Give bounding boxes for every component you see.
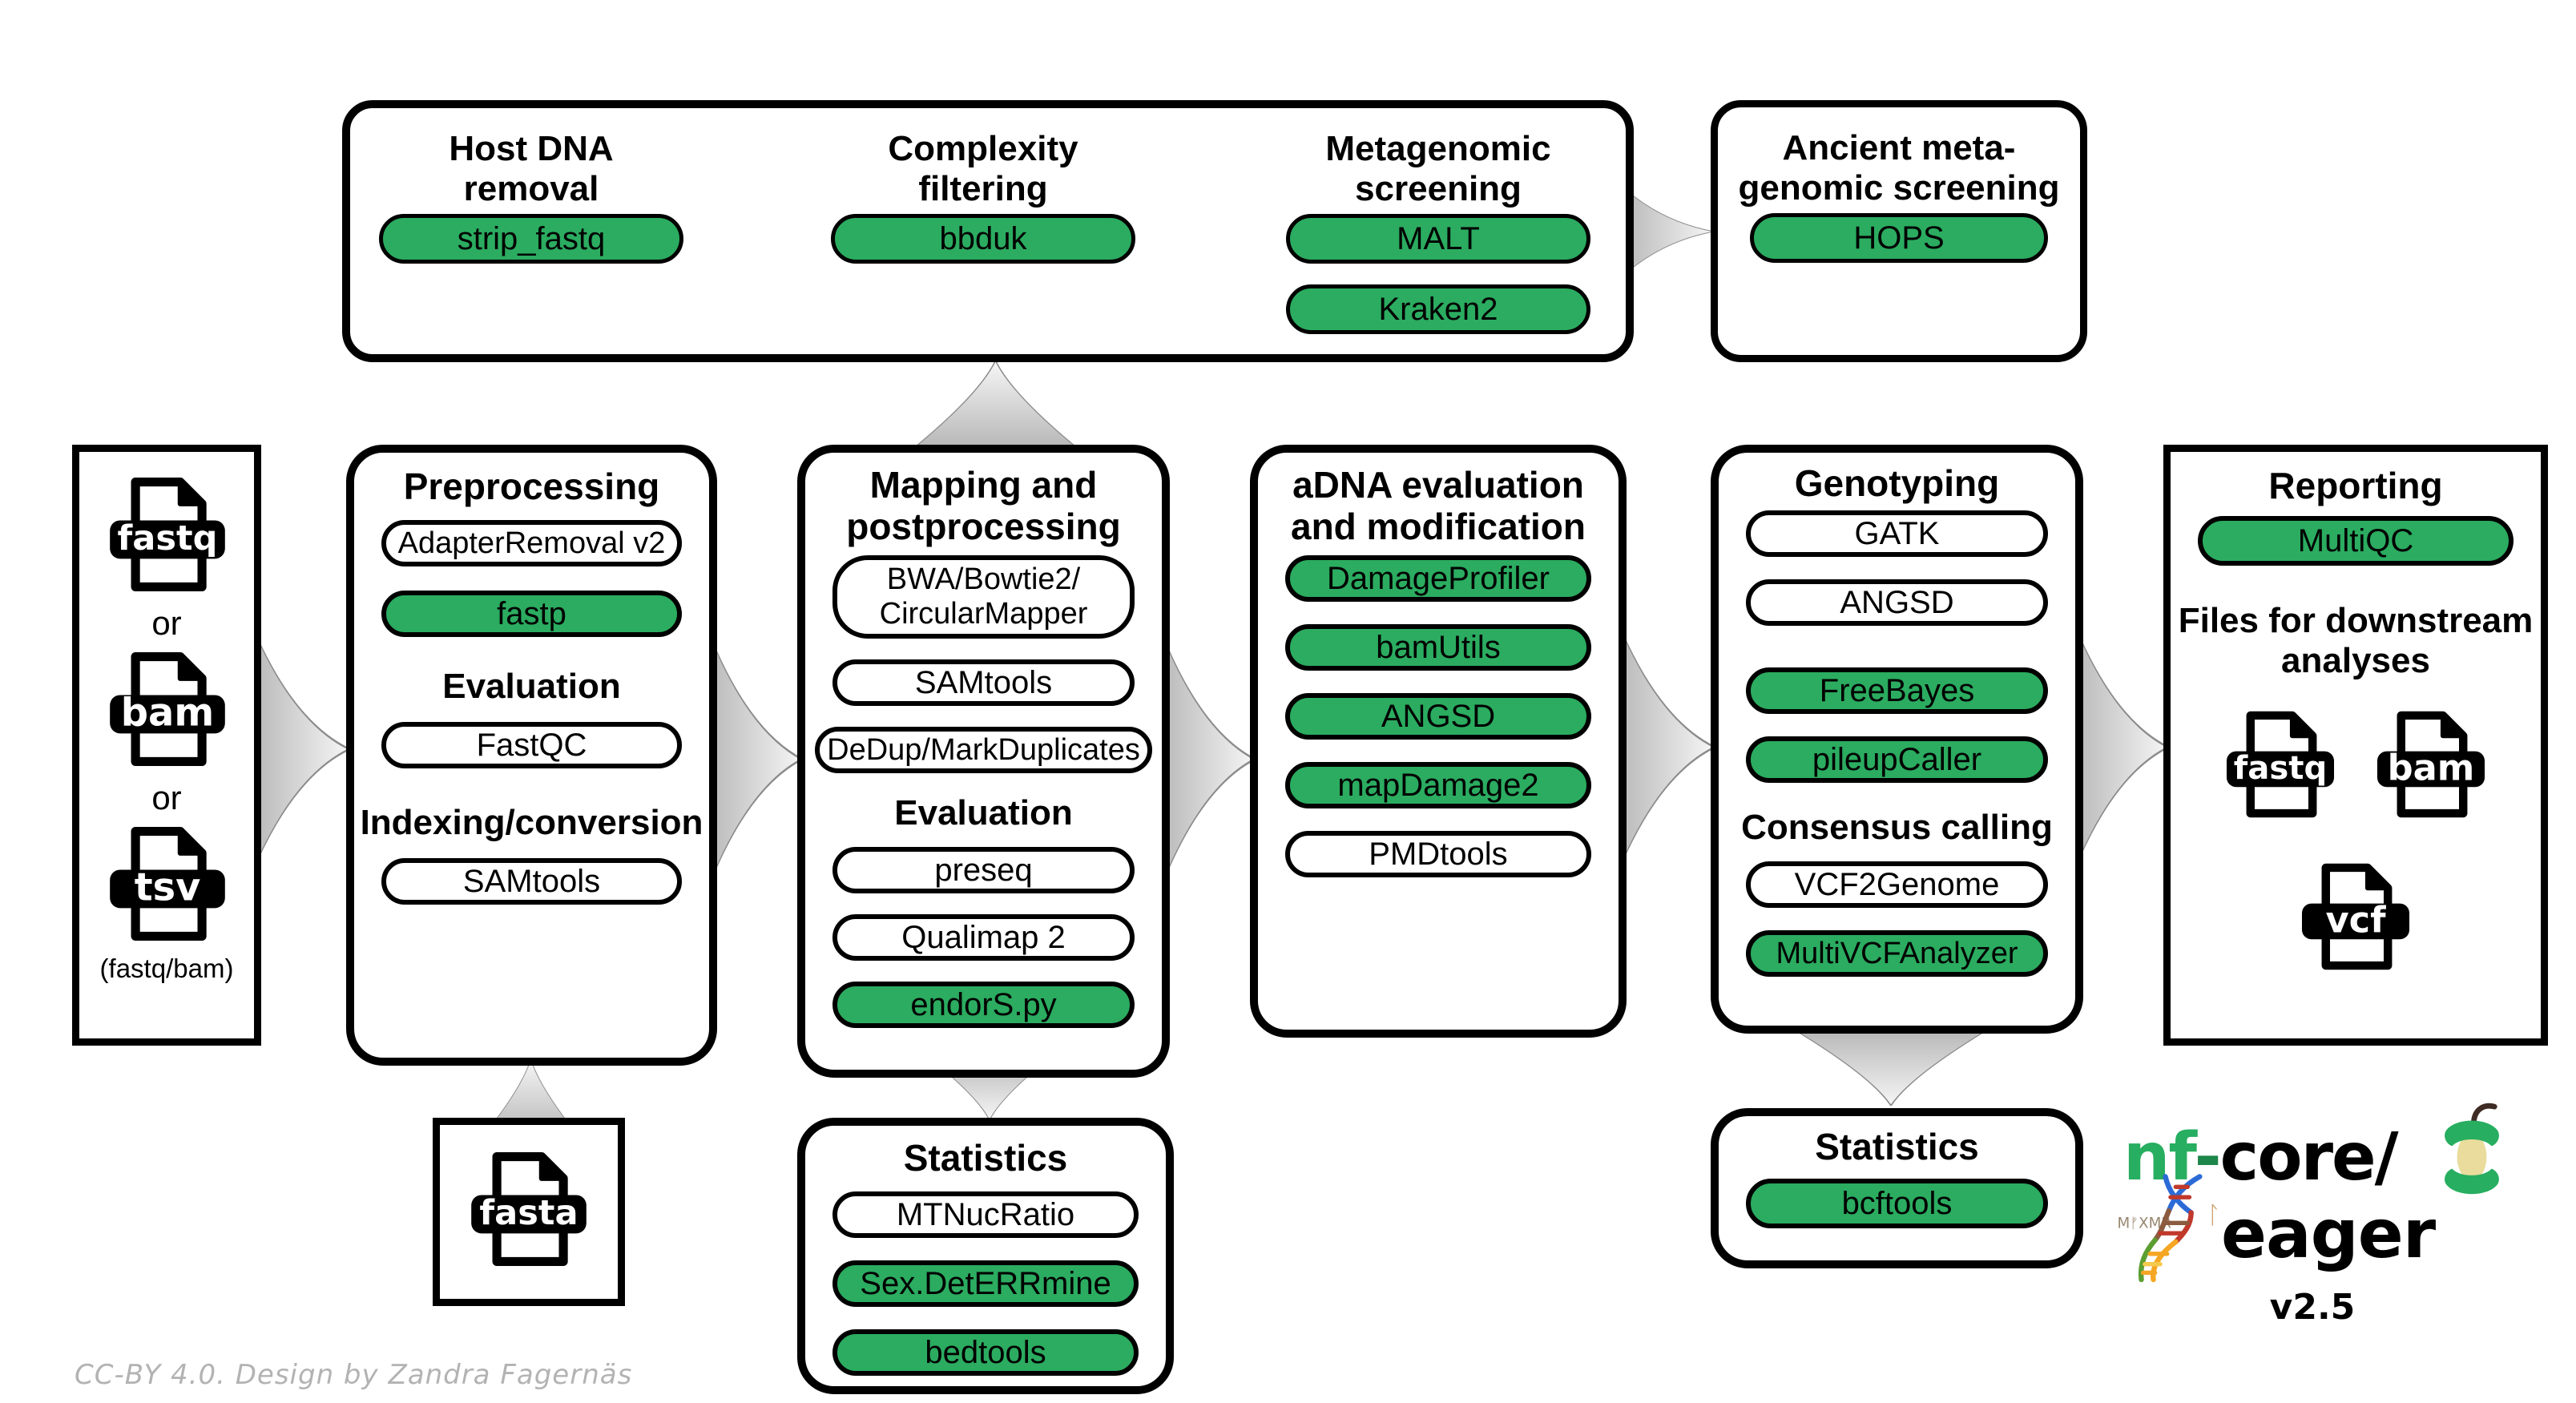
file-icon-bam: bam: [110, 651, 225, 767]
file-icon-label: vcf: [2325, 899, 2386, 941]
subsection-title-evaluation: Evaluation: [894, 793, 1073, 833]
tool-pill-pileupcaller: pileupCaller: [1746, 736, 2048, 783]
file-icon-fastq: fastq: [110, 477, 225, 592]
apple-core-icon: [2445, 1103, 2499, 1195]
subsection-title-indexing: Indexing/conversion: [360, 803, 703, 842]
file-icon-fastq-output: fastq: [2226, 711, 2335, 818]
tool-pill-mtnucratio: MTNucRatio: [832, 1191, 1139, 1238]
section-metagenomic-screening: Metagenomic screening MALT Kraken2: [1270, 108, 1606, 354]
section-complexity-filtering: Complexity filtering bbduk: [815, 108, 1151, 354]
logo-eager: eager: [2221, 1195, 2436, 1273]
tool-pill-gatk: GATK: [1746, 510, 2048, 557]
tool-pill-bbduk: bbduk: [831, 214, 1135, 264]
tool-pill-bedtools: bedtools: [832, 1329, 1139, 1376]
statistics-genotyping-box: Statistics bcftools: [1711, 1108, 2083, 1268]
logo-core-text: core/: [2219, 1119, 2399, 1195]
tool-pill-sexdeterrmine: Sex.DetERRmine: [832, 1260, 1139, 1307]
tool-pill-samtools: SAMtools: [832, 659, 1135, 706]
subsection-title-evaluation: Evaluation: [442, 667, 621, 706]
or-text: or: [151, 779, 182, 816]
mapping-box: Mapping and postprocessing BWA/Bowtie2/ …: [797, 445, 1170, 1078]
input-format-note: (fastq/bam): [99, 953, 234, 983]
box-title: Statistics: [903, 1137, 1068, 1179]
tool-pill-fastp: fastp: [381, 591, 682, 637]
file-icon-label: bam: [121, 691, 214, 736]
box-title: Genotyping: [1794, 462, 2000, 504]
tool-pill-freebayes: FreeBayes: [1746, 667, 2048, 714]
subsection-title-consensus-calling: Consensus calling: [1741, 808, 2053, 847]
reporting-box: Reporting MultiQC Files for downstream a…: [2163, 445, 2548, 1046]
logo-nf-core: nf-core/: [2123, 1125, 2399, 1191]
tool-pill-samtools: SAMtools: [381, 858, 682, 905]
tool-pill-bcftools: bcftools: [1746, 1179, 2048, 1228]
box-title: Reporting: [2268, 465, 2443, 506]
section-title: Metagenomic screening: [1325, 129, 1551, 209]
tool-pill-mapdamage2: mapDamage2: [1285, 762, 1591, 808]
file-icon-fasta: fasta: [471, 1151, 587, 1267]
tool-pill-angsd: ANGSD: [1746, 579, 2048, 626]
box-title: Mapping and postprocessing: [846, 464, 1121, 548]
file-icon-vcf-output: vcf: [2301, 863, 2410, 970]
downstream-files-title: Files for downstream analyses: [2178, 601, 2534, 681]
tool-pill-adapterremoval: AdapterRemoval v2: [381, 520, 682, 566]
reference-fasta-box: fasta: [433, 1118, 625, 1306]
tool-pill-fastqc: FastQC: [381, 722, 682, 768]
statistics-mapping-box: Statistics MTNucRatio Sex.DetERRmine bed…: [797, 1118, 1174, 1394]
dna-helix-icon: MᚠXMR ᛚ: [2118, 1174, 2221, 1283]
box-title: Statistics: [1815, 1126, 1979, 1167]
file-icon-label: bam: [2388, 747, 2475, 788]
tool-pill-malt: MALT: [1286, 214, 1590, 264]
input-files-box: fastq or bam or tsv (fastq/bam): [72, 445, 261, 1046]
tool-pill-bamutils: bamUtils: [1285, 624, 1591, 671]
file-icon-label: fasta: [479, 1193, 578, 1233]
tool-pill-endors-py: endorS.py: [832, 982, 1135, 1028]
file-icon-label: fastq: [2234, 750, 2328, 787]
file-icon-tsv: tsv: [110, 826, 225, 941]
tool-pill-kraken2: Kraken2: [1286, 284, 1590, 334]
file-icon-label: fastq: [118, 518, 218, 558]
tool-pill-preseq: preseq: [832, 847, 1135, 893]
section-host-dna-removal: Host DNA removal strip_fastq: [363, 108, 699, 354]
section-title: Host DNA removal: [449, 129, 614, 209]
box-title: aDNA evaluation and modification: [1291, 464, 1586, 548]
tool-pill-strip-fastq: strip_fastq: [379, 214, 683, 264]
tool-pill-vcf2genome: VCF2Genome: [1746, 861, 2048, 908]
logo-nf-text: nf: [2123, 1119, 2196, 1195]
tool-pill-damageprofiler: DamageProfiler: [1285, 555, 1591, 602]
tool-pill-bwa-bowtie2-circularmapper: BWA/Bowtie2/ CircularMapper: [832, 555, 1135, 639]
tool-pill-multiqc: MultiQC: [2198, 516, 2514, 566]
section-title: Complexity filtering: [888, 129, 1078, 209]
tool-pill-hops: HOPS: [1750, 213, 2048, 263]
tool-pill-angsd: ANGSD: [1285, 693, 1591, 740]
tool-pill-pmdtools: PMDtools: [1285, 831, 1591, 877]
box-title: Ancient meta- genomic screening: [1738, 128, 2060, 208]
tool-pill-dedup-markduplicates: DeDup/MarkDuplicates: [815, 727, 1152, 773]
logo-runes-text: MᚠXMR: [2118, 1216, 2172, 1232]
tool-pill-multivcfanalyzer: MultiVCFAnalyzer: [1746, 930, 2048, 977]
genotyping-box: Genotyping GATK ANGSD FreeBayes pileupCa…: [1711, 445, 2083, 1034]
box-title: Preprocessing: [403, 466, 660, 507]
screening-box: Host DNA removal strip_fastq Complexity …: [342, 100, 1634, 362]
tool-pill-qualimap2: Qualimap 2: [832, 914, 1135, 961]
or-text: or: [151, 604, 182, 642]
file-icon-label: tsv: [135, 866, 201, 910]
preprocessing-box: Preprocessing AdapterRemoval v2 fastp Ev…: [346, 445, 717, 1066]
ancient-screening-box: Ancient meta- genomic screening HOPS: [1711, 100, 2087, 362]
license-credit-text: CC-BY 4.0. Design by Zandra Fagernäs: [75, 1359, 633, 1391]
logo-version: v2.5: [2269, 1287, 2356, 1328]
file-icon-bam-output: bam: [2376, 711, 2485, 818]
adna-box: aDNA evaluation and modification DamageP…: [1250, 445, 1627, 1038]
logo-rune2-text: ᛚ: [2207, 1201, 2221, 1229]
